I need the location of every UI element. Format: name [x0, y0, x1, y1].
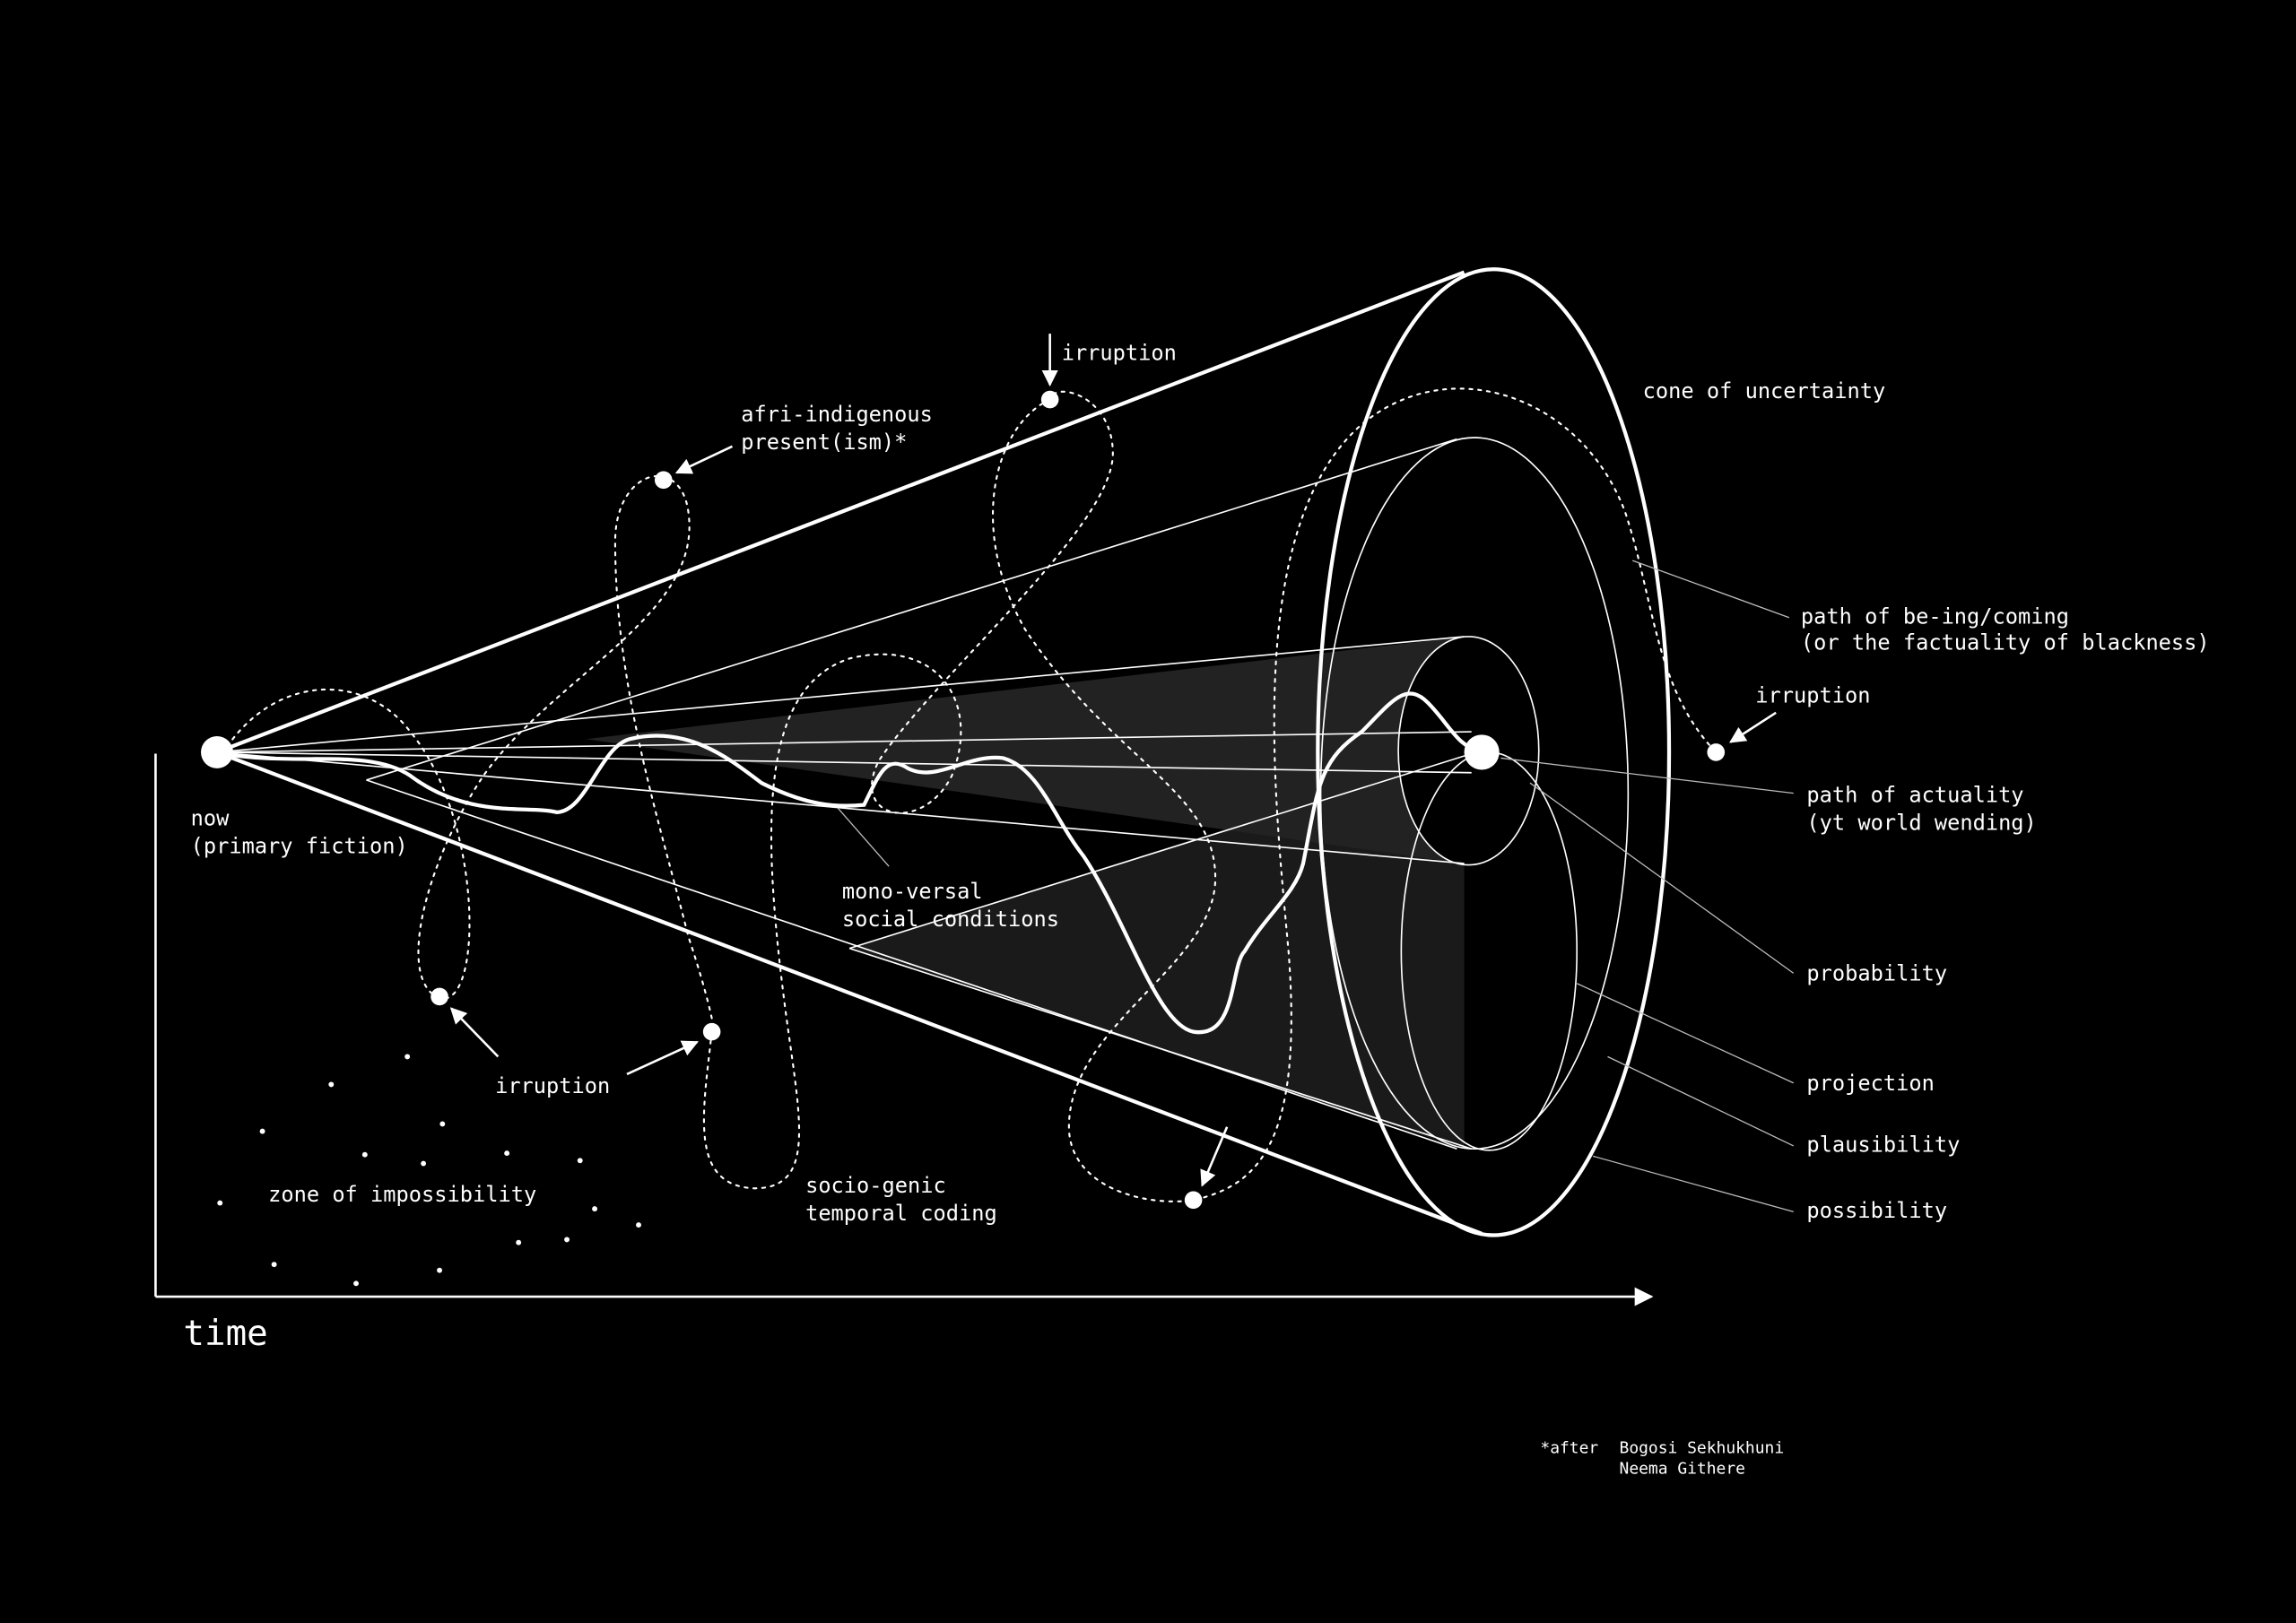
probability-cone-fill — [586, 636, 1465, 864]
credit-name: Bogosi Sekhukhuni — [1620, 1439, 1785, 1458]
label-plausibility: plausibility — [1806, 1132, 1960, 1157]
probability-ellipse — [1397, 636, 1540, 866]
arrow-icon — [1200, 1126, 1229, 1187]
probability-inner-line — [216, 731, 1472, 753]
label-mono-versal: mono-versal — [842, 879, 983, 904]
arrow-icon — [626, 1040, 699, 1076]
leader-line — [1500, 757, 1794, 794]
leader-line — [1607, 1055, 1795, 1147]
credit-name: Neema Githere — [1620, 1460, 1745, 1479]
label-socio-genic: socio-genic — [805, 1173, 946, 1198]
irruption-point — [702, 1022, 721, 1041]
label-presentism: present(ism)* — [741, 430, 907, 455]
leader-line — [1592, 1155, 1794, 1213]
actuality-endpoint — [1464, 734, 1500, 770]
label-afri-indigenous: afri-indigenous — [741, 402, 933, 427]
plausibility-ellipse — [1319, 437, 1630, 1150]
label-yt-world-wending: (yt world wending) — [1806, 810, 2036, 835]
leader-line — [1529, 782, 1795, 974]
label-irruption: irruption — [1062, 340, 1177, 365]
label-social-conditions: social conditions — [842, 907, 1059, 932]
plausibility-cone-bottom — [366, 779, 1457, 1150]
label-projection: projection — [1806, 1071, 1934, 1096]
arrow-icon — [674, 445, 734, 474]
path-of-being-dotted — [226, 387, 1718, 1202]
label-path-of-being: path of be-ing/coming — [1801, 603, 2069, 629]
label-possibility: possibility — [1806, 1198, 1947, 1223]
label-zone-of-impossibility: zone of impossibility — [268, 1182, 536, 1207]
leader-line — [1576, 983, 1795, 1084]
label-irruption: irruption — [1755, 682, 1870, 707]
zone-of-impossibility-dots — [217, 1054, 641, 1287]
leader-line — [837, 807, 890, 867]
path-of-actuality — [216, 691, 1483, 1035]
label-now: now — [191, 806, 230, 831]
axis-label-time: time — [183, 1314, 267, 1354]
irruption-point — [430, 987, 448, 1006]
label-primary-fiction: (primary fiction) — [191, 834, 408, 859]
credit-prefix: *after — [1540, 1439, 1598, 1458]
possibility-ellipse — [1316, 267, 1672, 1237]
label-probability: probability — [1806, 961, 1947, 986]
now-point — [201, 735, 233, 768]
probability-inner-line — [216, 751, 1472, 774]
irruption-point — [1184, 1191, 1203, 1210]
label-irruption: irruption — [495, 1073, 610, 1098]
label-factuality-of-blackness: (or the factuality of blackness) — [1801, 630, 2210, 655]
projection-cone-bottom — [848, 947, 1472, 1150]
possibility-cone-bottom — [216, 750, 1483, 1236]
probability-cone-top — [216, 636, 1465, 753]
projection-cone-top — [848, 752, 1472, 950]
arrow-icon — [1729, 711, 1777, 743]
projection-cone-fill — [849, 753, 1465, 1150]
label-path-of-actuality: path of actuality — [1806, 782, 2023, 807]
label-temporal-coding: temporal coding — [805, 1201, 997, 1226]
label-cone-of-uncertainty: cone of uncertainty — [1643, 378, 1886, 404]
plausibility-cone-top — [366, 438, 1457, 781]
arrow-icon — [449, 1007, 500, 1058]
probability-cone-bottom — [216, 751, 1465, 864]
possibility-cone-top — [216, 270, 1465, 754]
irruption-point — [1040, 390, 1059, 409]
irruption-point — [1707, 743, 1726, 761]
leader-line — [1632, 560, 1790, 619]
irruption-point — [654, 471, 673, 490]
